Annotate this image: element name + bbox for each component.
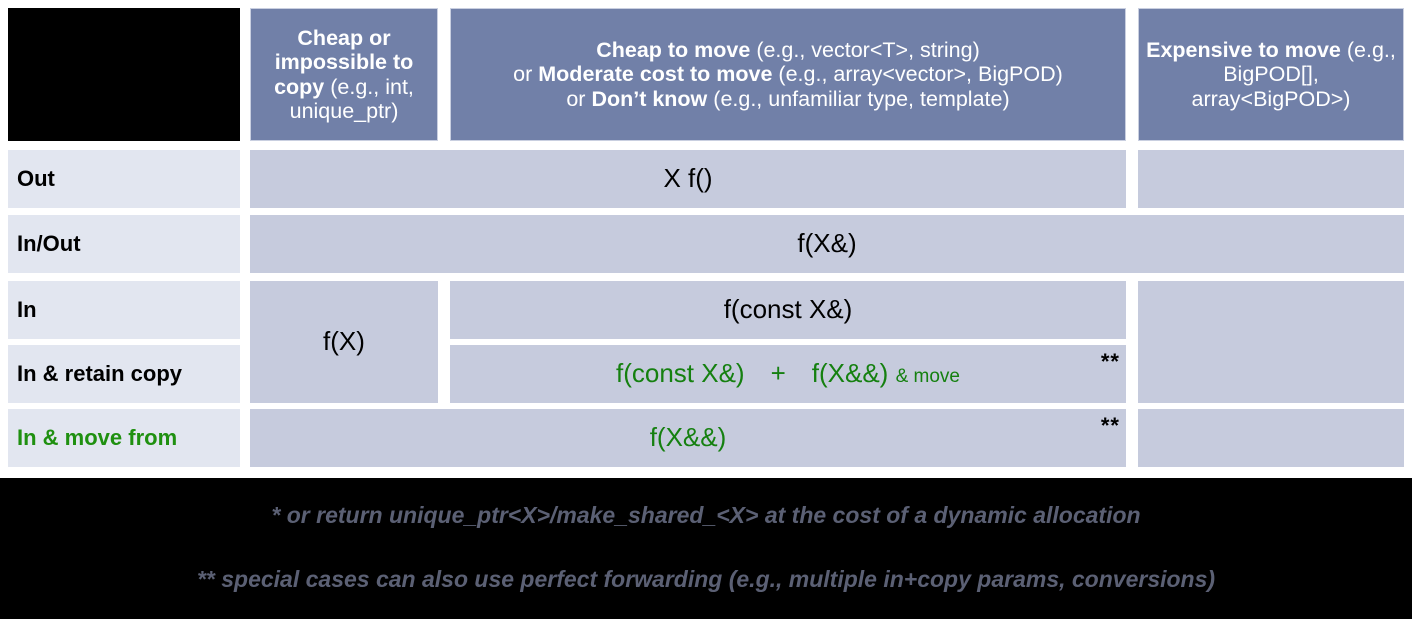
header-expensive-example: (e.g., BigPOD[], array<BigPOD>): [1191, 37, 1396, 111]
footnote-double-star: ** special cases can also use perfect fo…: [196, 566, 1216, 592]
header-line1-strong: Cheap to move: [596, 37, 751, 62]
row-label-in: In: [8, 281, 240, 339]
cell-in-const-ref: f(const X&): [450, 281, 1126, 339]
cell-in-move-from-text: f(X&&): [649, 422, 727, 453]
footnotes-panel: * or return unique_ptr<X>/make_shared_<X…: [0, 478, 1412, 619]
footnote-marker-retain-copy: **: [1100, 349, 1120, 374]
retain-copy-plus: +: [770, 358, 786, 389]
retain-copy-left: f(const X&): [615, 358, 745, 389]
row-label-in-text: In: [17, 297, 37, 323]
cell-cheap-column-fx-text: f(X): [323, 326, 365, 357]
cell-out-return: X f(): [250, 150, 1126, 208]
header-cheap-or-impossible-to-copy: Cheap or impossible to copy (e.g., int, …: [250, 8, 438, 141]
cell-in-const-ref-text: f(const X&): [723, 294, 853, 325]
cell-expensive-merged: [1138, 281, 1404, 403]
cell-in-retain-copy-text: f(const X&) + f(X&&) & move: [615, 358, 960, 389]
header-cheap-to-move: Cheap to move (e.g., vector<T>, string) …: [450, 8, 1126, 141]
cell-in-out-ref: f(X&): [250, 215, 1404, 273]
row-label-out-text: Out: [17, 166, 55, 192]
header-expensive-strong: Expensive to move: [1146, 37, 1341, 62]
table-corner-cell: [8, 8, 240, 141]
header-line3-strong: Don’t know: [591, 86, 708, 111]
cell-move-from-expensive: [1138, 409, 1404, 467]
header-line3-example: (e.g., unfamiliar type, template): [713, 86, 1010, 111]
header-line2-example: (e.g., array<vector>, BigPOD): [778, 62, 1063, 87]
retain-copy-suffix: & move: [895, 366, 960, 388]
header-line2-prefix: or: [513, 62, 539, 87]
row-label-in-out: In/Out: [8, 215, 240, 273]
cell-out-expensive: [1138, 150, 1404, 208]
cell-in-retain-copy: f(const X&) + f(X&&) & move: [450, 345, 1126, 403]
cell-in-out-ref-text: f(X&): [797, 228, 857, 259]
footnote-single-star: * or return unique_ptr<X>/make_shared_<X…: [271, 502, 1141, 528]
row-label-in-out-text: In/Out: [17, 231, 81, 257]
row-label-in-move-from: In & move from: [8, 409, 240, 467]
row-label-in-move-from-text: In & move from: [17, 425, 178, 451]
header-cheap-example: (e.g., int, unique_ptr): [289, 74, 414, 124]
header-line-moderate-cost: or Moderate cost to move (e.g., array<ve…: [513, 62, 1063, 87]
footnote-marker-move-from: **: [1100, 413, 1120, 438]
retain-copy-right: f(X&&): [811, 358, 889, 389]
header-line3-prefix: or: [566, 86, 592, 111]
row-label-in-retain-copy-text: In & retain copy: [17, 361, 183, 387]
cell-cheap-column-fx: f(X): [250, 281, 438, 403]
cell-in-move-from: f(X&&): [250, 409, 1126, 467]
header-expensive-to-move: Expensive to move (e.g., BigPOD[], array…: [1138, 8, 1404, 141]
row-label-in-retain-copy: In & retain copy: [8, 345, 240, 403]
header-line1-example: (e.g., vector<T>, string): [756, 37, 980, 62]
header-line2-strong: Moderate cost to move: [538, 62, 773, 87]
header-line-dont-know: or Don’t know (e.g., unfamiliar type, te…: [513, 87, 1063, 112]
header-line-cheap-to-move: Cheap to move (e.g., vector<T>, string): [513, 38, 1063, 63]
header-cheap-strong: Cheap or impossible to copy: [274, 25, 414, 99]
cell-out-return-text: X f(): [663, 163, 713, 194]
row-label-out: Out: [8, 150, 240, 208]
